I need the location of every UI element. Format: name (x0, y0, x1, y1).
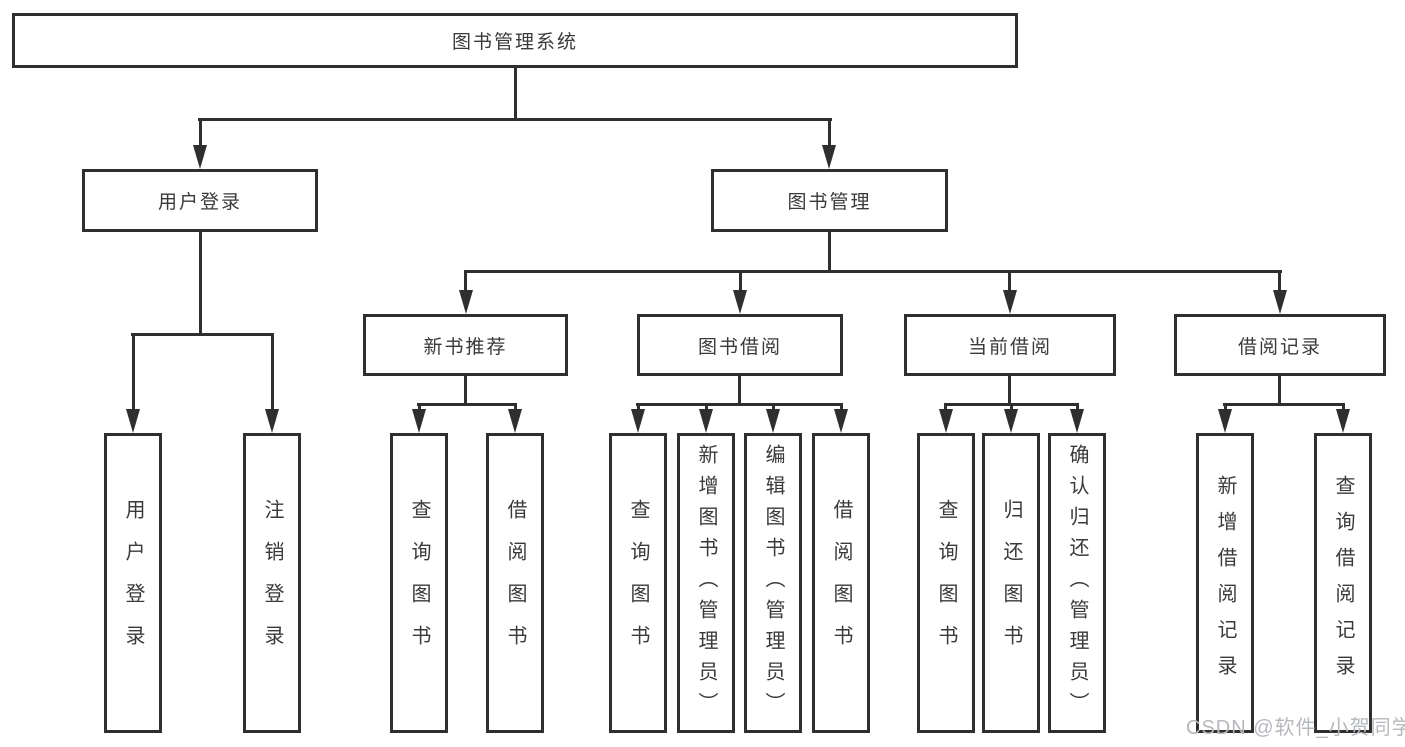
leaf-user-login: 用户登录 (104, 433, 162, 733)
edge-borrow-records-trunk (1278, 376, 1281, 406)
edge-to-leaf-logout (271, 336, 274, 410)
leaf-br-add-record-label: 新增借阅记录 (1214, 475, 1236, 691)
leaf-cb-return-book: 归还图书 (982, 433, 1040, 733)
edge-to-bb-edit (772, 406, 775, 411)
arrowhead-current-borrow-icon (1003, 290, 1017, 314)
node-system-root: 图书管理系统 (12, 13, 1018, 68)
edge-to-br-add (1224, 406, 1227, 411)
arrowhead-nb-borrow-icon (508, 409, 522, 433)
edge-current-borrow-branch (944, 403, 1079, 406)
leaf-logout: 注销登录 (243, 433, 301, 733)
arrowhead-nb-query-icon (412, 409, 426, 433)
leaf-bb-borrow-book-label: 借阅图书 (830, 499, 852, 667)
edge-to-cb-query (944, 406, 947, 411)
leaf-bb-query-book: 查询图书 (609, 433, 667, 733)
node-book-borrow-label: 图书借阅 (697, 336, 782, 358)
leaf-cb-return-book-label: 归还图书 (1000, 499, 1022, 667)
leaf-bb-edit-book: 编辑图书（管理员） (744, 433, 802, 733)
node-book-borrow: 图书借阅 (637, 314, 843, 376)
leaf-cb-query-book: 查询图书 (917, 433, 975, 733)
edge-to-bb-add (705, 406, 708, 411)
edge-to-new-books (464, 273, 467, 291)
edge-root-branch (198, 118, 832, 121)
edge-to-nb-borrow (514, 406, 517, 411)
edge-to-borrow-records (1278, 273, 1281, 291)
edge-borrow-records-branch (1223, 403, 1345, 406)
edge-to-bb-borrow (840, 406, 843, 411)
leaf-user-login-label: 用户登录 (122, 499, 144, 667)
edge-root-trunk (514, 68, 517, 121)
node-user-login: 用户登录 (82, 169, 318, 232)
arrowhead-br-add-icon (1218, 409, 1232, 433)
node-current-borrow: 当前借阅 (904, 314, 1116, 376)
node-book-mgmt-label: 图书管理 (787, 192, 872, 213)
arrowhead-cb-query-icon (939, 409, 953, 433)
leaf-cb-confirm-return-label: 确认归还（管理员） (1066, 443, 1088, 723)
leaf-bb-add-book-label: 新增图书（管理员） (695, 443, 717, 723)
node-user-login-label: 用户登录 (157, 192, 242, 213)
edge-root-to-book-mgmt (828, 121, 831, 147)
leaf-cb-query-book-label: 查询图书 (935, 499, 957, 667)
edge-root-to-user-login (199, 121, 202, 147)
leaf-nb-query-book: 查询图书 (390, 433, 448, 733)
edge-to-cb-return (1010, 406, 1013, 411)
node-borrow-records: 借阅记录 (1174, 314, 1386, 376)
node-new-books-label: 新书推荐 (423, 336, 508, 358)
arrowhead-bb-query-icon (631, 409, 645, 433)
leaf-bb-edit-book-label: 编辑图书（管理员） (762, 443, 784, 723)
edge-user-login-trunk (199, 232, 202, 336)
leaf-bb-add-book: 新增图书（管理员） (677, 433, 735, 733)
arrowhead-bb-borrow-icon (834, 409, 848, 433)
edge-new-books-branch (417, 403, 517, 406)
arrowhead-br-query-icon (1336, 409, 1350, 433)
arrowhead-leaf-user-login-icon (126, 409, 140, 433)
node-new-books: 新书推荐 (363, 314, 568, 376)
leaf-nb-borrow-book-label: 借阅图书 (504, 499, 526, 667)
edge-to-br-query (1342, 406, 1345, 411)
node-system-root-label: 图书管理系统 (451, 32, 578, 53)
edge-new-books-trunk (464, 376, 467, 406)
arrowhead-book-borrow-icon (733, 290, 747, 314)
leaf-br-query-record-label: 查询借阅记录 (1332, 475, 1354, 691)
edge-to-nb-query (418, 406, 421, 411)
edge-to-bb-query (637, 406, 640, 411)
leaf-bb-query-book-label: 查询图书 (627, 499, 649, 667)
arrowhead-bb-edit-icon (766, 409, 780, 433)
leaf-nb-borrow-book: 借阅图书 (486, 433, 544, 733)
csdn-watermark: CSDN @软件_小贺同学 (1186, 717, 1405, 739)
edge-current-borrow-trunk (1008, 376, 1011, 406)
node-current-borrow-label: 当前借阅 (967, 336, 1052, 358)
edge-to-current-borrow (1008, 273, 1011, 291)
arrowhead-new-books-icon (459, 290, 473, 314)
arrowhead-book-mgmt-icon (822, 145, 836, 169)
edge-book-borrow-trunk (738, 376, 741, 406)
arrowhead-leaf-logout-icon (265, 409, 279, 433)
edge-book-mgmt-branch (464, 270, 1282, 273)
leaf-bb-borrow-book: 借阅图书 (812, 433, 870, 733)
arrowhead-borrow-records-icon (1273, 290, 1287, 314)
edge-book-mgmt-trunk (828, 232, 831, 273)
arrowhead-cb-confirm-icon (1070, 409, 1084, 433)
edge-to-leaf-user-login (132, 336, 135, 410)
node-borrow-records-label: 借阅记录 (1237, 336, 1322, 358)
node-book-mgmt: 图书管理 (711, 169, 948, 232)
arrowhead-bb-add-icon (699, 409, 713, 433)
edge-user-login-branch (131, 333, 274, 336)
leaf-nb-query-book-label: 查询图书 (408, 499, 430, 667)
edge-to-cb-confirm (1076, 406, 1079, 411)
edge-to-book-borrow (739, 273, 742, 291)
edge-book-borrow-branch (636, 403, 843, 406)
leaf-cb-confirm-return: 确认归还（管理员） (1048, 433, 1106, 733)
leaf-br-query-record: 查询借阅记录 (1314, 433, 1372, 733)
leaf-br-add-record: 新增借阅记录 (1196, 433, 1254, 733)
arrowhead-user-login-icon (193, 145, 207, 169)
leaf-logout-label: 注销登录 (261, 499, 283, 667)
arrowhead-cb-return-icon (1004, 409, 1018, 433)
